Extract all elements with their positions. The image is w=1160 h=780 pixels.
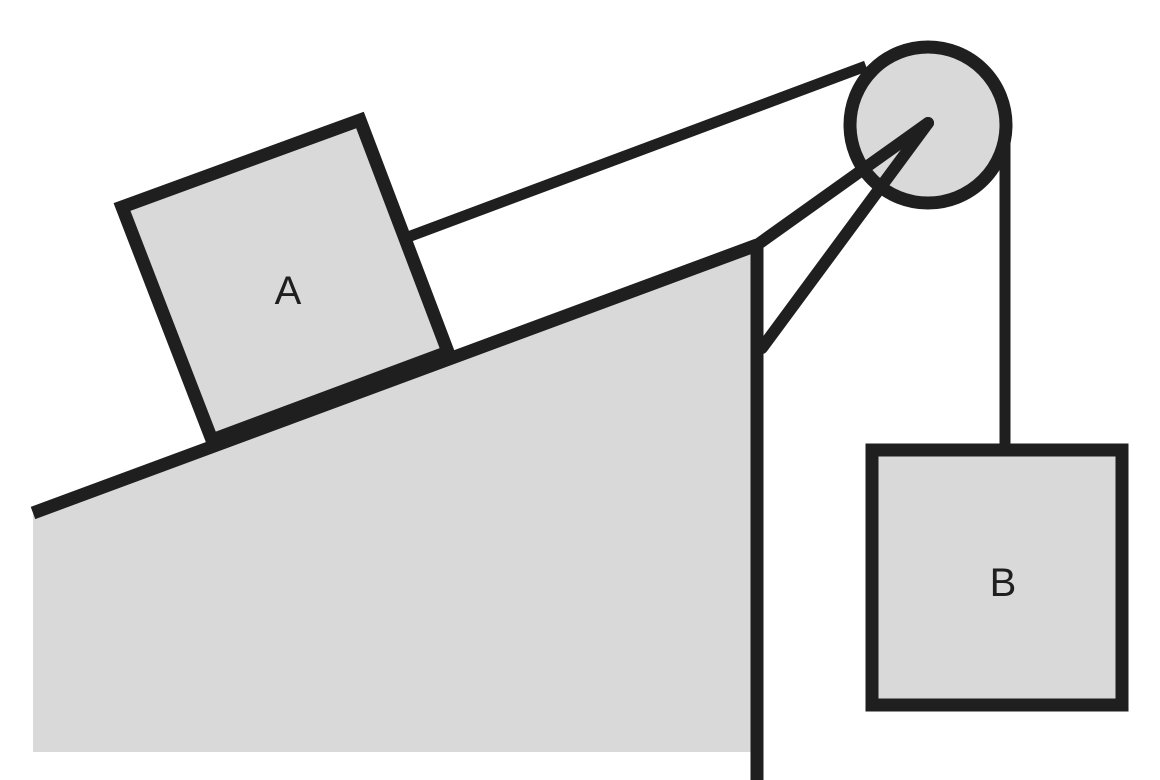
incline-surface-line bbox=[30, 238, 760, 520]
block-a-label: A bbox=[275, 269, 302, 313]
block-b bbox=[865, 443, 1129, 712]
block-b-label: B bbox=[990, 561, 1017, 605]
pulley-support-strut-lower bbox=[756, 117, 934, 354]
pulley-support-strut-upper bbox=[751, 117, 934, 251]
inclined-plane-wedge bbox=[33, 245, 757, 752]
rope-block-a-to-pulley bbox=[406, 60, 868, 243]
block-a bbox=[113, 111, 457, 449]
